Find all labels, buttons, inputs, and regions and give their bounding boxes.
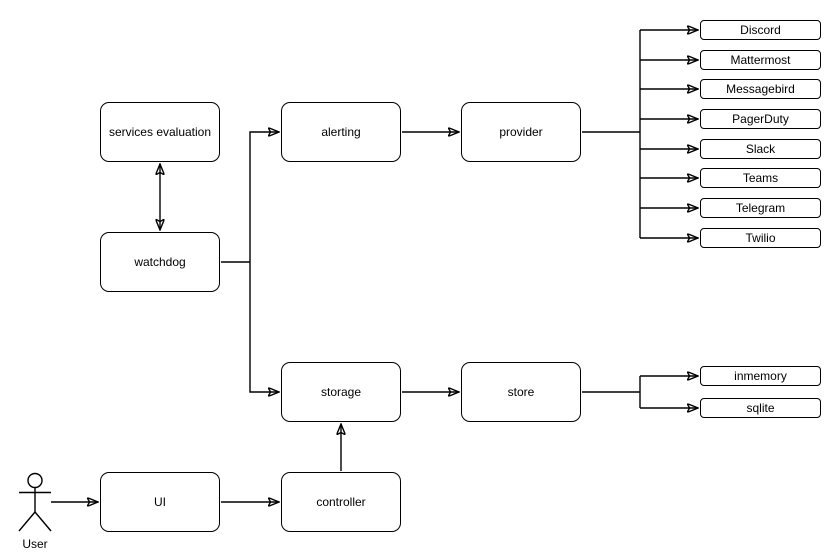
- node-provider-telegram-label: Telegram: [735, 200, 786, 215]
- node-provider-messagebird-label: Messagebird: [726, 81, 795, 96]
- node-store-inmemory-label: inmemory: [734, 368, 787, 383]
- node-provider-mattermost-label: Mattermost: [730, 52, 791, 67]
- node-provider-pagerduty-label: PagerDuty: [732, 111, 789, 126]
- node-services-evaluation: services evaluation: [100, 102, 220, 162]
- node-ui-label: UI: [154, 494, 166, 509]
- node-storage: storage: [281, 362, 401, 422]
- node-provider-pagerduty: PagerDuty: [700, 109, 821, 129]
- node-store: store: [461, 362, 581, 422]
- node-store-label: store: [507, 384, 535, 399]
- user-actor-label: User: [22, 537, 48, 551]
- node-provider-twilio: Twilio: [700, 228, 821, 248]
- node-alerting-label: alerting: [321, 124, 361, 139]
- node-watchdog-label: watchdog: [134, 254, 186, 269]
- edge-watchdog-alerting: [249, 132, 279, 262]
- node-store-sqlite: sqlite: [700, 398, 821, 418]
- node-provider-mattermost: Mattermost: [700, 50, 821, 70]
- node-provider-slack: Slack: [700, 139, 821, 159]
- node-provider-twilio-label: Twilio: [745, 230, 776, 245]
- node-store-sqlite-label: sqlite: [746, 400, 775, 415]
- node-ui: UI: [100, 472, 220, 532]
- node-watchdog: watchdog: [100, 232, 220, 292]
- node-provider: provider: [461, 102, 581, 162]
- node-provider-teams: Teams: [700, 168, 821, 188]
- node-controller-label: controller: [316, 494, 366, 509]
- node-provider-telegram: Telegram: [700, 198, 821, 218]
- node-provider-teams-label: Teams: [742, 170, 779, 185]
- node-provider-slack-label: Slack: [745, 141, 776, 156]
- user-actor-icon: [18, 472, 52, 532]
- node-provider-discord-label: Discord: [740, 22, 781, 37]
- node-provider-discord: Discord: [700, 20, 821, 40]
- node-provider-messagebird: Messagebird: [700, 79, 821, 99]
- node-controller: controller: [281, 472, 401, 532]
- node-provider-label: provider: [499, 124, 543, 139]
- edge-watchdog-storage: [249, 262, 279, 392]
- node-storage-label: storage: [320, 384, 362, 399]
- node-store-inmemory: inmemory: [700, 366, 821, 386]
- node-alerting: alerting: [281, 102, 401, 162]
- node-services-evaluation-label: services evaluation: [108, 124, 212, 139]
